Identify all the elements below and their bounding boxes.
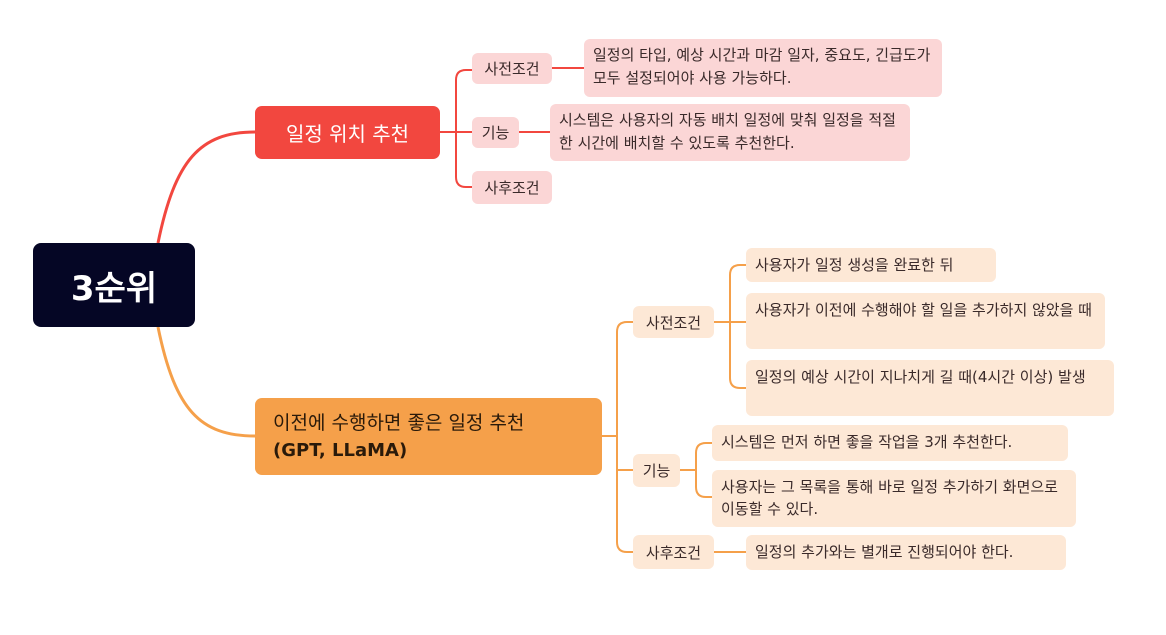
branch2-precondition-item[interactable]: 일정의 예상 시간이 지나치게 길 때(4시간 이상) 발생 — [746, 360, 1114, 416]
branch2-subtitle: (GPT, LLaMA) — [273, 440, 408, 461]
branch2-function-item[interactable]: 사용자는 그 목록을 통해 바로 일정 추가하기 화면으로 이동할 수 있다. — [712, 470, 1076, 527]
branch2-function-item[interactable]: 시스템은 먼저 하면 좋을 작업을 3개 추천한다. — [712, 425, 1068, 461]
root-to-branch1-line — [156, 130, 256, 244]
branch1-function-text[interactable]: 시스템은 사용자의 자동 배치 일정에 맞춰 일정을 적절한 시간에 배치할 수… — [550, 104, 910, 161]
branch1-function-label[interactable]: 기능 — [472, 117, 519, 148]
root-to-branch2-line — [156, 326, 256, 438]
branch2-function-label[interactable]: 기능 — [633, 454, 680, 487]
branch1-precondition-label[interactable]: 사전조건 — [472, 53, 552, 84]
branch2-vertical — [616, 321, 633, 553]
branch2-postcondition-text[interactable]: 일정의 추가와는 별개로 진행되어야 한다. — [746, 535, 1066, 570]
branch1-postcondition-label[interactable]: 사후조건 — [472, 171, 552, 204]
branch2-func-vertical — [695, 442, 712, 498]
branch-prior-schedule[interactable]: 이전에 수행하면 좋은 일정 추천 (GPT, LLaMA) — [255, 398, 602, 475]
branch2-pre-vertical — [729, 264, 746, 389]
branch1-vertical — [455, 69, 472, 188]
branch2-precondition-item[interactable]: 사용자가 일정 생성을 완료한 뒤 — [746, 248, 996, 282]
branch2-precondition-item[interactable]: 사용자가 이전에 수행해야 할 일을 추가하지 않았을 때 — [746, 293, 1105, 349]
branch-schedule-location[interactable]: 일정 위치 추천 — [255, 106, 440, 159]
branch2-title: 이전에 수행하면 좋은 일정 추천 — [273, 412, 525, 434]
root-node[interactable]: 3순위 — [33, 243, 195, 327]
branch1-precondition-text[interactable]: 일정의 타입, 예상 시간과 마감 일자, 중요도, 긴급도가 모두 설정되어야… — [584, 39, 942, 97]
branch2-postcondition-label[interactable]: 사후조건 — [633, 535, 714, 569]
branch2-precondition-label[interactable]: 사전조건 — [633, 306, 714, 338]
